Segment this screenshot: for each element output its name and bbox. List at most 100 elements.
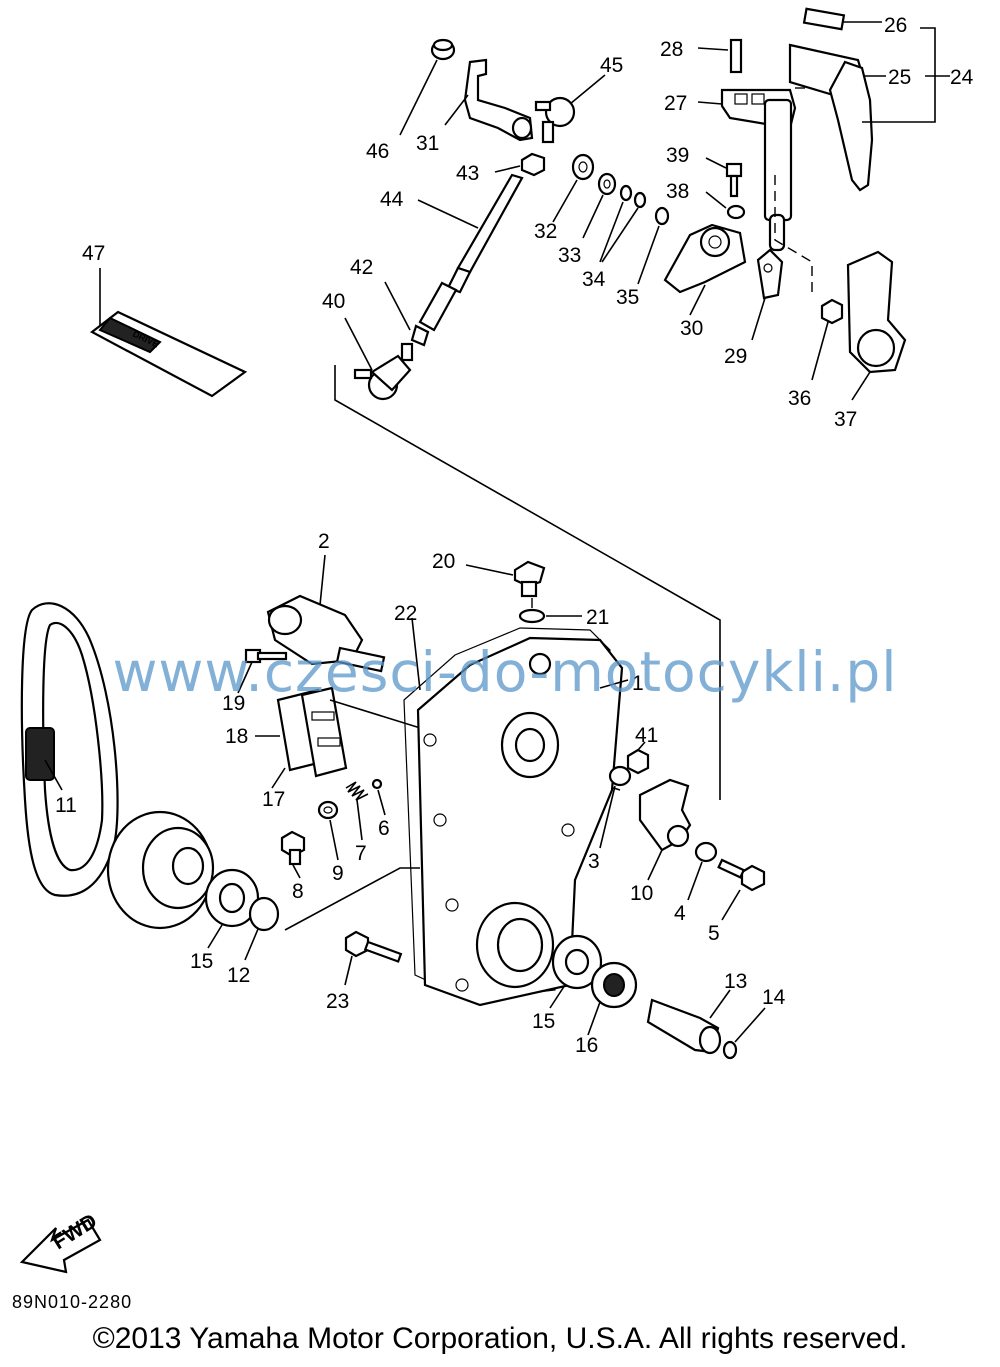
callout-13: 13	[724, 970, 747, 993]
part-29-clip	[756, 248, 784, 300]
callout-32: 32	[534, 220, 557, 243]
part-17-plate	[300, 686, 348, 778]
watermark-text: www.czesci-do-motocykli.pl	[112, 640, 898, 704]
callout-4: 4	[674, 902, 686, 925]
callout-12: 12	[227, 964, 250, 987]
callout-35: 35	[616, 286, 639, 309]
callout-10: 10	[630, 882, 653, 905]
part-33-washer	[597, 172, 617, 196]
callout-43: 43	[456, 162, 479, 185]
callout-7: 7	[355, 842, 367, 865]
part-37-switch-housing	[846, 250, 907, 374]
callout-26: 26	[884, 14, 907, 37]
callout-18: 18	[225, 725, 248, 748]
part-7-spring	[345, 781, 369, 801]
callout-2: 2	[318, 530, 330, 553]
callout-38: 38	[666, 180, 689, 203]
callout-8: 8	[292, 880, 304, 903]
callout-1: 1	[632, 672, 644, 695]
part-5-bolt	[717, 858, 766, 892]
callout-11: 11	[55, 794, 77, 817]
callout-29: 29	[724, 345, 747, 368]
callout-15-right: 15	[532, 1010, 555, 1033]
part-38-washer	[726, 204, 746, 220]
part-41-nut	[626, 748, 650, 775]
fwd-arrow-icon: FWD	[19, 1209, 102, 1274]
callout-9: 9	[332, 862, 344, 885]
callout-36: 36	[788, 387, 811, 410]
part-43-nut	[520, 152, 546, 177]
callout-31: 31	[416, 132, 439, 155]
part-31-shift-arm	[463, 58, 534, 142]
part-1-chain-case	[416, 636, 624, 1007]
callout-30: 30	[680, 317, 703, 340]
callout-40: 40	[322, 290, 345, 313]
part-23-bolt	[344, 930, 403, 963]
part-21-o-ring	[518, 608, 546, 624]
part-2-shift-drum	[266, 594, 386, 673]
callout-39: 39	[666, 144, 689, 167]
callout-16: 16	[575, 1034, 598, 1057]
part-10-shift-cam	[638, 778, 692, 852]
callout-14: 14	[762, 986, 786, 1009]
callout-25: 25	[888, 66, 911, 89]
part-32-bushing	[571, 153, 595, 181]
part-20-drain-plug	[513, 560, 546, 598]
part-13-output-shaft	[646, 998, 722, 1055]
callout-labels: 1 2 3 4 5 6 7 8 9 10 11 12 13 14 15 15 1…	[55, 14, 974, 1057]
callout-21: 21	[586, 606, 609, 629]
part-11-drive-chain	[20, 602, 119, 897]
callout-34: 34	[582, 268, 606, 291]
part-26-grip-pad	[802, 7, 846, 31]
callout-27: 27	[664, 92, 687, 115]
part-45-ball-joint	[534, 96, 576, 144]
part-3-washer	[608, 765, 632, 787]
callout-28: 28	[660, 38, 683, 61]
callout-45: 45	[600, 54, 623, 77]
callout-17: 17	[262, 788, 285, 811]
callout-22: 22	[394, 602, 417, 625]
part-19-bolt	[244, 648, 288, 664]
callout-5: 5	[708, 922, 720, 945]
part-15-bearing-right	[551, 934, 603, 990]
callout-6: 6	[378, 817, 390, 840]
part-46-cap	[430, 38, 456, 61]
part-30-lever-bracket	[663, 223, 747, 294]
part-8-bolt	[280, 830, 306, 866]
part-44-shift-rod	[446, 173, 524, 294]
part-16-oil-seal	[590, 961, 638, 1009]
callout-23: 23	[326, 990, 349, 1013]
part-6-ball	[371, 778, 383, 790]
part-28-screw	[729, 38, 743, 74]
part-40-ball-joint	[353, 342, 414, 401]
callout-42: 42	[350, 256, 373, 279]
part-sprocket-gear	[106, 810, 215, 930]
part-39-bolt	[725, 162, 743, 198]
part-27-throttle-bracket	[720, 88, 797, 252]
callout-24: 24	[950, 66, 974, 89]
part-42-lower-rod	[410, 281, 458, 347]
diagram-code: 89N010-2280	[12, 1292, 133, 1312]
callout-19: 19	[222, 692, 245, 715]
part-15-bearing-left	[204, 868, 260, 928]
callout-47: 47	[82, 242, 105, 265]
callout-41: 41	[635, 724, 658, 747]
part-25-grip-lever	[788, 43, 874, 192]
callout-44: 44	[380, 188, 404, 211]
callout-15-left: 15	[190, 950, 213, 973]
part-9-washer	[317, 800, 339, 820]
part-14-o-ring	[722, 1040, 738, 1060]
part-35-circlip	[654, 206, 670, 226]
part-36-nut	[820, 298, 844, 325]
part-34-shims	[619, 184, 647, 209]
part-12-collar	[248, 896, 280, 932]
callout-33: 33	[558, 244, 581, 267]
part-4-washer	[694, 841, 718, 863]
copyright-notice: ©2013 Yamaha Motor Corporation, U.S.A. A…	[92, 1322, 908, 1355]
callout-20: 20	[432, 550, 455, 573]
callout-37: 37	[834, 408, 857, 431]
callout-46: 46	[366, 140, 389, 163]
callout-3: 3	[588, 850, 600, 873]
part-47-decal	[89, 310, 248, 398]
